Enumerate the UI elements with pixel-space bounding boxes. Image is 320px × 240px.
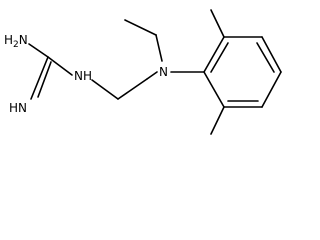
ring-bond-1 <box>203 36 225 73</box>
ethylene-linker <box>91 71 158 100</box>
ring-bond-3 <box>261 36 282 73</box>
bond-carbon-imine-a <box>30 56 49 100</box>
ring-bond-4 <box>261 71 282 108</box>
dimethylphenyl-ring <box>170 9 282 135</box>
bond-ch2-tertiary-n <box>146 71 158 80</box>
bond-n-ethyl-ch2 <box>155 34 163 62</box>
guanidine-group <box>28 43 73 100</box>
amine-label: H2N <box>4 33 28 50</box>
tertiary-n-label: N <box>159 65 168 79</box>
ring-double-bond-2 <box>256 42 275 73</box>
bond-carbon-linker-nh <box>47 56 73 76</box>
bond-methyl-bottom <box>210 106 225 135</box>
imine-label: HN <box>9 101 27 115</box>
ring-double-bond-1 <box>210 42 229 73</box>
amine-hydrogen: H <box>4 33 13 47</box>
linker-nh-label: NH <box>74 69 92 83</box>
bond-nh-ch2 <box>91 79 119 100</box>
bond-carbon-imine-b <box>37 61 52 98</box>
bond-methyl-top <box>210 9 225 38</box>
chemical-structure: H2N NH HN N <box>4 9 282 135</box>
ring-bond-6 <box>203 71 225 108</box>
bond-ethyl-ch2-ch3 <box>124 19 157 36</box>
ethyl-group <box>124 19 163 62</box>
amine-subscript: 2 <box>13 40 19 50</box>
amine-nitrogen: N <box>19 33 28 47</box>
bond-amine-carbon <box>28 43 49 58</box>
bond-ch2-ch2 <box>117 78 148 100</box>
